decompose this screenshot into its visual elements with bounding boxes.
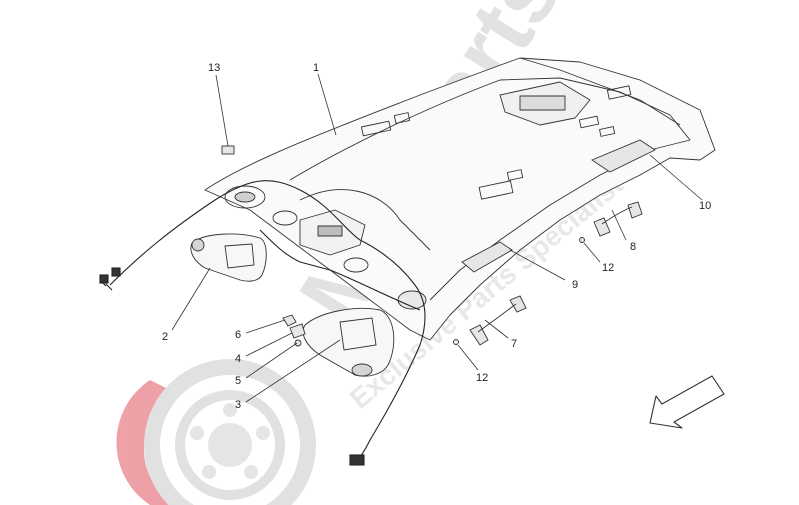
part-10-light xyxy=(591,139,656,173)
callout-labels: 1 13 2 6 4 5 3 7 12 9 12 8 10 xyxy=(162,62,711,411)
callout-13: 13 xyxy=(208,62,220,74)
callout-9: 9 xyxy=(572,279,578,291)
callout-8: 8 xyxy=(630,241,636,253)
part-6-clip xyxy=(282,314,297,327)
part-4-hinge xyxy=(289,323,306,339)
callout-4: 4 xyxy=(235,353,241,365)
callout-12-lower: 12 xyxy=(476,372,488,384)
wiring-harness xyxy=(99,180,426,466)
callout-6: 6 xyxy=(235,329,241,341)
part-9-switch xyxy=(461,241,513,273)
callout-1: 1 xyxy=(313,62,319,74)
leader-lines xyxy=(171,73,703,403)
part-7-grab-handle xyxy=(469,295,527,346)
sun-visor-right xyxy=(302,307,395,377)
part-5-screw xyxy=(294,339,302,347)
callout-7: 7 xyxy=(511,338,517,350)
headliner xyxy=(204,57,716,341)
small-parts xyxy=(221,139,656,347)
callout-3: 3 xyxy=(235,399,241,411)
front-direction-arrow-icon xyxy=(649,375,725,429)
part-13-clip xyxy=(221,145,235,155)
brake-disc-logo-icon xyxy=(116,359,316,505)
callout-12-upper: 12 xyxy=(602,262,614,274)
callout-2: 2 xyxy=(162,331,168,343)
part-12-screw-b xyxy=(453,339,459,345)
callout-5: 5 xyxy=(235,375,241,387)
part-8-grab-handle xyxy=(593,201,643,237)
sun-visor-left xyxy=(190,233,267,282)
part-12-screw-a xyxy=(579,237,585,243)
callout-10: 10 xyxy=(699,200,711,212)
